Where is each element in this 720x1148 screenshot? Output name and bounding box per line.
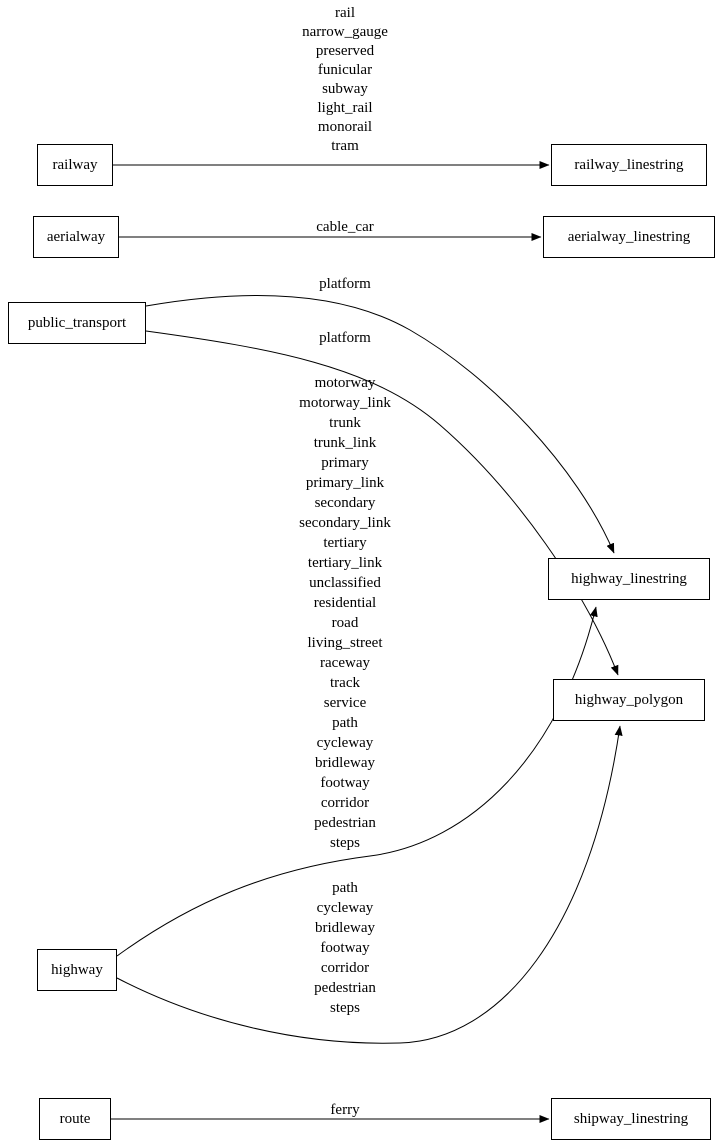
edge-label-highway-polygon-values: path cycleway bridleway footway corridor… bbox=[314, 880, 376, 1016]
node-aerialway: aerialway bbox=[33, 216, 119, 258]
edge-public-transport-to-highway-linestring bbox=[145, 294, 615, 554]
edge-label-aerialway-values: cable_car bbox=[316, 219, 374, 235]
edge-label-platform-to-polygon: platform bbox=[319, 330, 371, 346]
node-route: route bbox=[39, 1098, 111, 1140]
node-shipway-linestring: shipway_linestring bbox=[551, 1098, 711, 1140]
edge-label-highway-linestring-values: motorway motorway_link trunk trunk_link … bbox=[299, 375, 391, 851]
edge-label-route-values: ferry bbox=[330, 1102, 360, 1118]
node-aerialway-linestring: aerialway_linestring bbox=[543, 216, 715, 258]
node-highway-polygon: highway_polygon bbox=[553, 679, 705, 721]
edge-label-railway-values: rail narrow_gauge preserved funicular su… bbox=[302, 5, 388, 154]
edge-highway-to-highway-polygon bbox=[116, 725, 623, 1044]
node-highway: highway bbox=[37, 949, 117, 991]
node-public-transport: public_transport bbox=[8, 302, 146, 344]
node-railway-linestring: railway_linestring bbox=[551, 144, 707, 186]
node-highway-linestring: highway_linestring bbox=[548, 558, 710, 600]
edge-highway-to-highway-linestring bbox=[116, 606, 598, 957]
edge-label-platform-to-linestring: platform bbox=[319, 276, 371, 292]
node-railway: railway bbox=[37, 144, 113, 186]
